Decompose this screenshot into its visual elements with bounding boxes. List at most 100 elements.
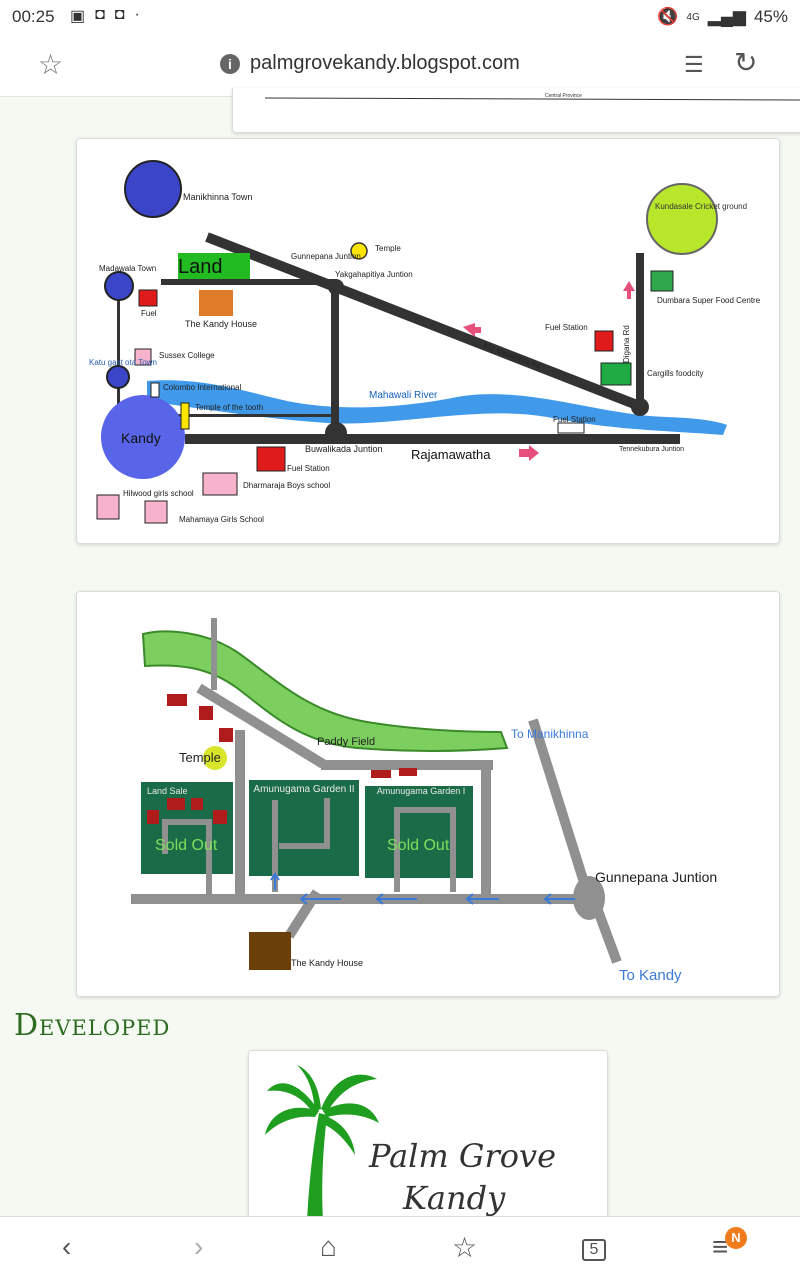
location-map-card: Manikhinna Town Kundasale Cricket ground…	[76, 138, 780, 544]
previous-image-caption: Central Province	[545, 93, 582, 99]
label-temple: Temple	[179, 750, 221, 765]
temple-marker	[203, 746, 227, 770]
palm-tree-icon	[265, 1065, 379, 1221]
direction-arrow-1	[463, 323, 481, 337]
garden-1-block	[365, 786, 473, 878]
bookmarks-icon[interactable]: ☆	[452, 1232, 478, 1263]
reader-mode-icon[interactable]: ☰	[684, 52, 704, 77]
road-temple	[173, 414, 333, 417]
madawala-marker	[104, 271, 134, 301]
label-madawala: Madawala Town	[99, 264, 156, 273]
menu-icon[interactable]: ≡	[712, 1231, 729, 1262]
site-info-icon[interactable]: i	[220, 54, 240, 74]
tabs-count[interactable]: 5	[582, 1239, 606, 1261]
label-kandy: Kandy	[121, 430, 161, 446]
label-temple-tooth: Temple of the tooth	[195, 403, 263, 412]
manikhinna-town-marker	[124, 160, 182, 218]
label-land: Land	[178, 256, 223, 278]
label-hilwood: Hilwood girls school	[123, 489, 194, 498]
road-madawala	[161, 279, 337, 285]
label-digana: Digana Rd	[622, 325, 631, 363]
direction-arrow-3	[519, 445, 539, 461]
gunnepana-junction-marker	[573, 876, 605, 920]
label-dharmaraja: Dharmaraja Boys school	[243, 481, 330, 490]
label-kandy-house: The Kandy House	[185, 319, 257, 329]
label-to-kandy: To Kandy	[619, 967, 682, 984]
label-garden-1: Amunugama Garden I	[377, 786, 466, 796]
label-colombo-intl: Colombo International	[163, 383, 241, 392]
browser-bottom-bar: ‹ › ⌂ ☆ 5 ≡ N	[0, 1216, 800, 1281]
road-left	[117, 289, 120, 419]
kandy-house-block	[199, 290, 233, 316]
label-fuel-station-2: Fuel Station	[553, 415, 596, 424]
mahawali-river-shape	[147, 380, 727, 435]
label-land-sale: Land Sale	[147, 786, 188, 796]
home-icon[interactable]: ⌂	[320, 1231, 337, 1262]
status-bar: 00:25 ▣ ◘ ◘ · 🔇 4G ▂▄▆ 45%	[0, 0, 800, 34]
back-icon[interactable]: ‹	[62, 1231, 72, 1262]
road-vertical-1	[331, 287, 339, 437]
network-label: 4G	[686, 11, 700, 23]
section-heading: Developed	[14, 1008, 171, 1043]
label-yakgahapitiya: Yakgahapitiya Juntion	[335, 270, 413, 279]
label-fuel-station-3: Fuel Station	[287, 464, 330, 473]
temple-marker	[350, 242, 368, 260]
digana-road	[636, 253, 644, 409]
battery-percent: 45%	[753, 7, 788, 26]
label-sussex: Sussex College	[159, 351, 215, 360]
label-buwalikada: Buwalikada Juntion	[305, 444, 383, 454]
land-block	[178, 253, 250, 279]
katu-marker	[106, 365, 130, 389]
shopping-bag-icon-2: ◘	[114, 6, 125, 23]
label-sold-out-2: Sold Out	[387, 837, 450, 854]
garden-2-block	[249, 780, 359, 876]
label-621-road: 621 Manikhinna Rd	[482, 342, 541, 370]
site-plan: Paddy Field To Manikhinna Temple Land Sa…	[131, 618, 717, 984]
label-cargills: Cargills foodcity	[647, 369, 703, 378]
label-mahamaya: Mahamaya Girls School	[179, 515, 264, 524]
palm-grove-logo: Palm Grove Kandy	[265, 1065, 556, 1221]
rajamawatha-road	[185, 434, 680, 444]
mute-icon: 🔇	[657, 7, 679, 26]
label-fuel: Fuel	[141, 309, 157, 318]
reload-icon[interactable]: ↻	[734, 47, 758, 78]
signal-icon: ▂▄▆	[707, 7, 746, 26]
main-road	[131, 894, 581, 904]
bookmark-star-icon[interactable]: ☆	[38, 49, 64, 80]
label-temple: Temple	[375, 244, 401, 253]
label-paddy-field: Paddy Field	[317, 736, 375, 748]
label-tennekubura: Tennekubura Juntion	[619, 446, 684, 453]
direction-arrow-2	[623, 281, 635, 299]
forward-icon[interactable]: ›	[194, 1231, 204, 1262]
label-to-manikhinna: To Manikhinna	[511, 727, 589, 741]
label-gunnepana: Gunnepana Juntion	[595, 869, 717, 885]
kundasale-marker	[646, 183, 718, 255]
kandy-house-block	[249, 932, 291, 970]
dot-icon: ·	[134, 6, 140, 23]
previous-image-card: Central Province	[232, 88, 800, 133]
site-plan-card: Paddy Field To Manikhinna Temple Land Sa…	[76, 591, 780, 997]
label-katu: Katu gast ota Town	[89, 358, 157, 367]
location-map: Manikhinna Town Kundasale Cricket ground…	[89, 160, 761, 524]
label-gunnepana: Gunnepana Juntion	[291, 252, 361, 261]
url-bar: ☆ i palmgrovekandy.blogspot.com ☰ ↻	[0, 34, 800, 97]
label-dumbara: Dumbara Super Food Centre	[657, 296, 761, 305]
label-sold-out-1: Sold Out	[155, 837, 218, 854]
logo-text-line1: Palm Grove	[368, 1137, 556, 1175]
land-sale-block	[141, 782, 233, 874]
paddy-field-shape	[141, 630, 509, 752]
shopping-bag-icon: ◘	[95, 6, 105, 23]
label-fuel-station: Fuel Station	[545, 323, 588, 332]
logo-text-line2: Kandy	[402, 1179, 506, 1217]
label-rajamawatha: Rajamawatha	[411, 447, 491, 462]
label-kundasale: Kundasale Cricket ground	[655, 202, 747, 211]
logo-card: Palm Grove Kandy	[248, 1050, 608, 1222]
kandy-marker	[101, 395, 185, 479]
status-time: 00:25	[12, 7, 55, 26]
image-icon: ▣	[70, 8, 86, 25]
notification-badge: N	[725, 1227, 747, 1249]
direction-arrows	[270, 872, 575, 905]
url-text[interactable]: palmgrovekandy.blogspot.com	[250, 52, 520, 74]
previous-image: Central Province	[264, 93, 800, 101]
manikhinna-road	[205, 232, 644, 412]
